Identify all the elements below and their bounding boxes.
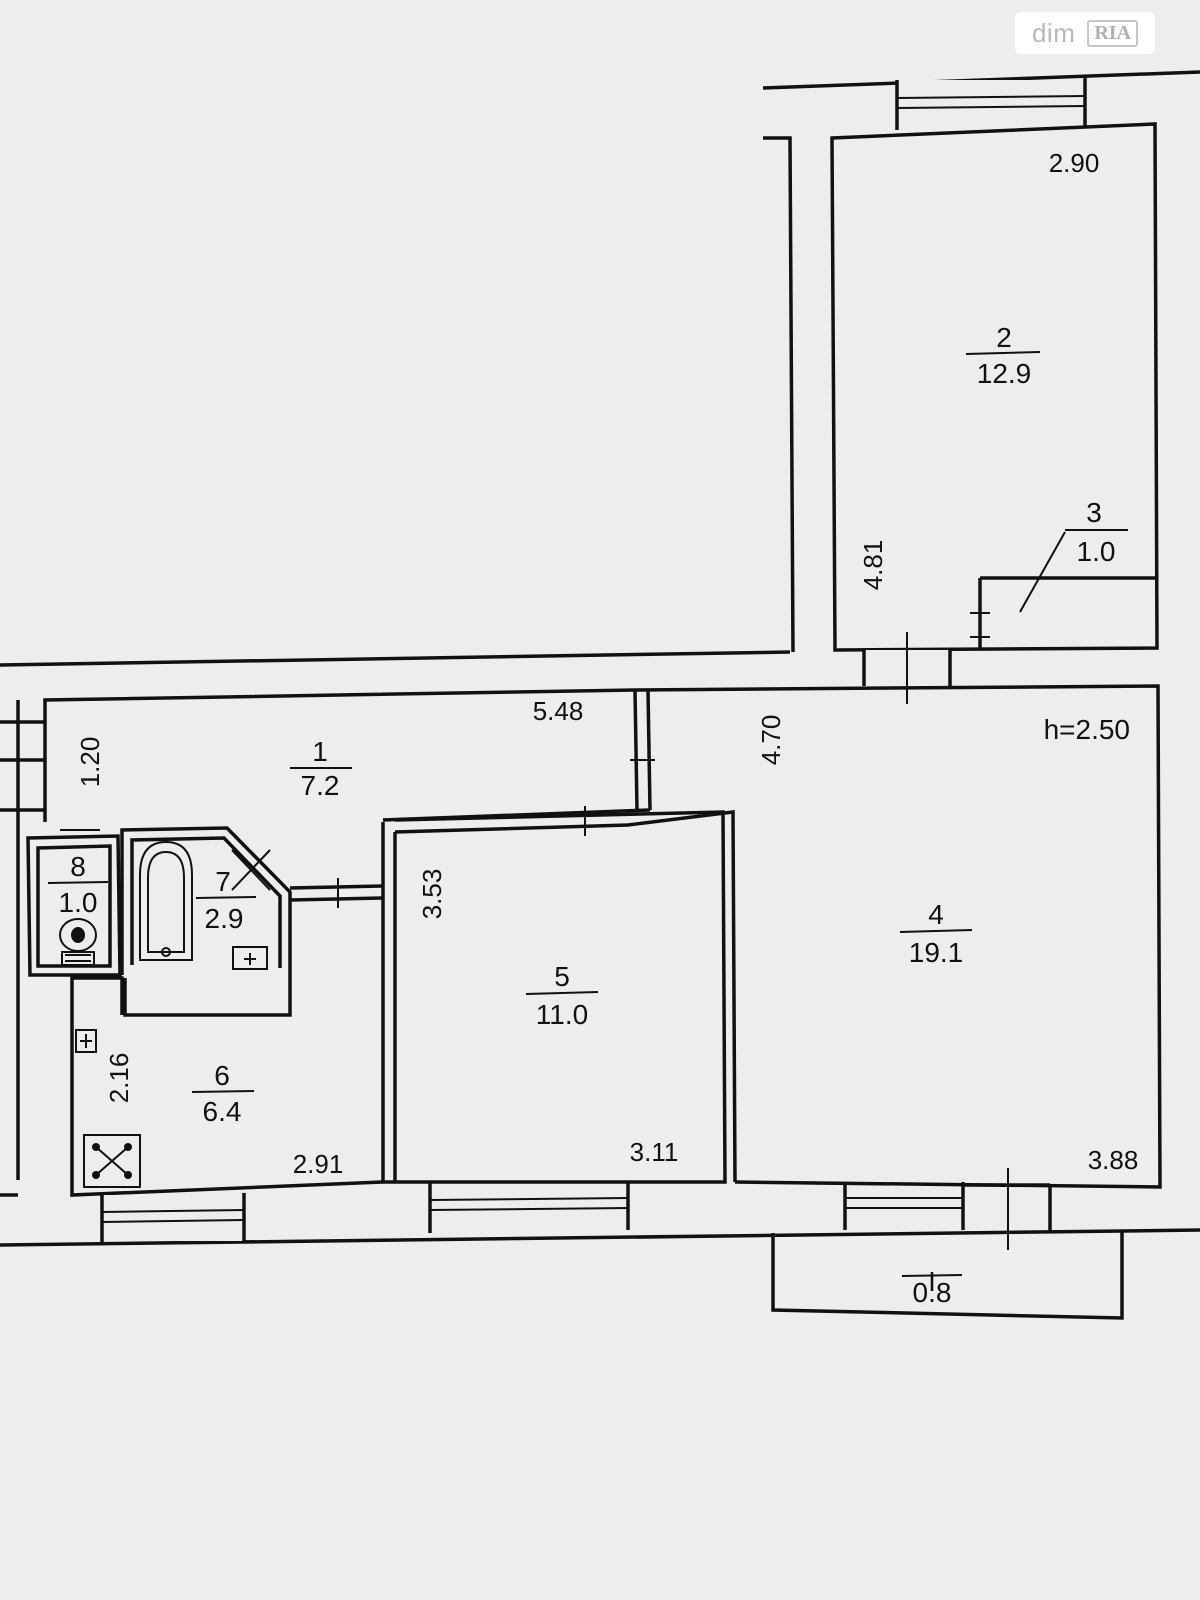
room-8-area: 1.0 xyxy=(59,887,98,918)
room-4-area: 19.1 xyxy=(909,937,964,968)
room-5-number: 5 xyxy=(554,961,570,992)
dim-4-70: 4.70 xyxy=(756,715,786,766)
toilet xyxy=(59,918,97,966)
bath-sink xyxy=(232,946,268,970)
ceiling-height: h=2.50 xyxy=(1044,714,1130,745)
room-8-walls xyxy=(26,829,122,977)
room-1-number: 1 xyxy=(312,736,328,767)
dim-5-48: 5.48 xyxy=(533,696,584,726)
door-room-7 xyxy=(289,878,384,908)
bathtub xyxy=(139,840,193,961)
neighbour-room-wall xyxy=(763,136,795,653)
watermark-brand-b: RIA xyxy=(1087,19,1139,47)
room-8-number: 8 xyxy=(70,851,86,882)
room-5-walls xyxy=(381,806,737,1184)
room-labels: 1 7.2 2 12.9 3 1.0 4 19.1 5 11.0 6 6.4 7… xyxy=(47,322,1130,1308)
room-3-closet xyxy=(970,529,1157,648)
windows-bottom xyxy=(100,1168,1052,1250)
room-2-number: 2 xyxy=(996,322,1012,353)
dim-3-11: 3.11 xyxy=(630,1137,679,1167)
window-top xyxy=(895,78,1087,130)
room-2-walls xyxy=(830,122,1159,652)
dim-3-88: 3.88 xyxy=(1088,1145,1139,1175)
dim-2-16: 2.16 xyxy=(104,1053,134,1104)
stove xyxy=(83,1134,141,1188)
room-3-number: 3 xyxy=(1086,497,1102,528)
room-4-number: 4 xyxy=(928,899,944,930)
dim-4-81: 4.81 xyxy=(858,540,888,591)
room-5-area: 11.0 xyxy=(536,999,588,1030)
room-6-area: 6.4 xyxy=(203,1096,242,1127)
dim-1-20: 1.20 xyxy=(75,737,105,788)
room-7-area: 2.9 xyxy=(205,903,244,934)
room-6-number: 6 xyxy=(214,1060,230,1091)
door-room-2 xyxy=(862,632,952,704)
dimension-labels: 2.90 4.81 5.48 1.20 4.70 3.53 2.16 2.91 … xyxy=(75,148,1138,1179)
dim-2-90: 2.90 xyxy=(1049,148,1100,178)
balcony-walls xyxy=(771,1232,1124,1320)
room-7-number: 7 xyxy=(215,866,231,897)
dim-3-53: 3.53 xyxy=(417,869,447,920)
room-7-walls xyxy=(120,826,292,1017)
room-2-area: 12.9 xyxy=(977,358,1032,389)
watermark-logo: dim RIA xyxy=(1015,12,1155,54)
watermark-brand-a: dim xyxy=(1031,17,1076,48)
entrance-left xyxy=(0,720,45,812)
room-3-area: 1.0 xyxy=(1077,536,1116,567)
room-1-area: 7.2 xyxy=(301,770,340,801)
dim-2-91: 2.91 xyxy=(293,1149,344,1179)
room-I-number: I xyxy=(928,1266,936,1297)
room-6-walls xyxy=(70,975,384,1197)
exterior-walls xyxy=(0,70,1200,1247)
kitchen-sink xyxy=(75,1029,97,1053)
room-I-area: 0.8 xyxy=(913,1277,952,1308)
